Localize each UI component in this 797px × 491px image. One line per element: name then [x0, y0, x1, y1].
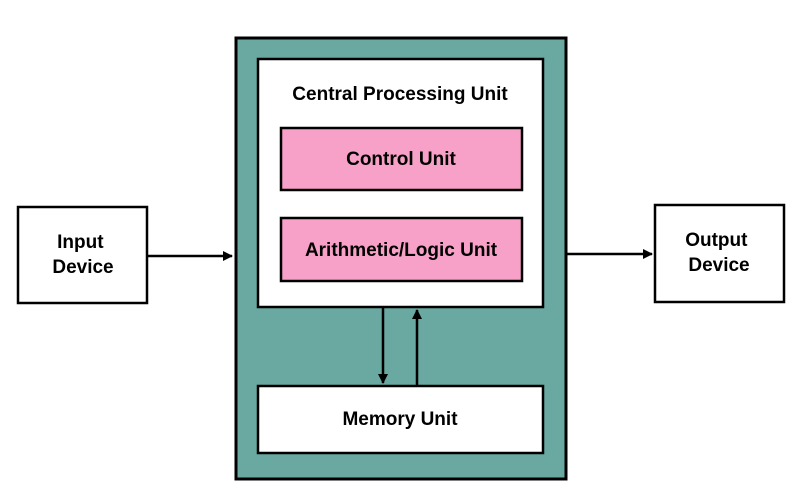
control-unit-box: [279, 126, 524, 192]
memory-unit-label: Memory Unit: [342, 409, 458, 430]
input-device-box: [16, 205, 149, 305]
output-device-box: [653, 203, 786, 304]
memory-unit-box: [256, 384, 545, 455]
cpu-title: Central Processing Unit: [292, 84, 508, 105]
control-unit-label: Control Unit: [346, 149, 456, 170]
input-device-label: Input Device: [52, 232, 113, 278]
alu-label: Arithmetic/Logic Unit: [305, 240, 498, 261]
alu-box: [279, 216, 524, 283]
output-device-label: Output Device: [685, 230, 753, 276]
